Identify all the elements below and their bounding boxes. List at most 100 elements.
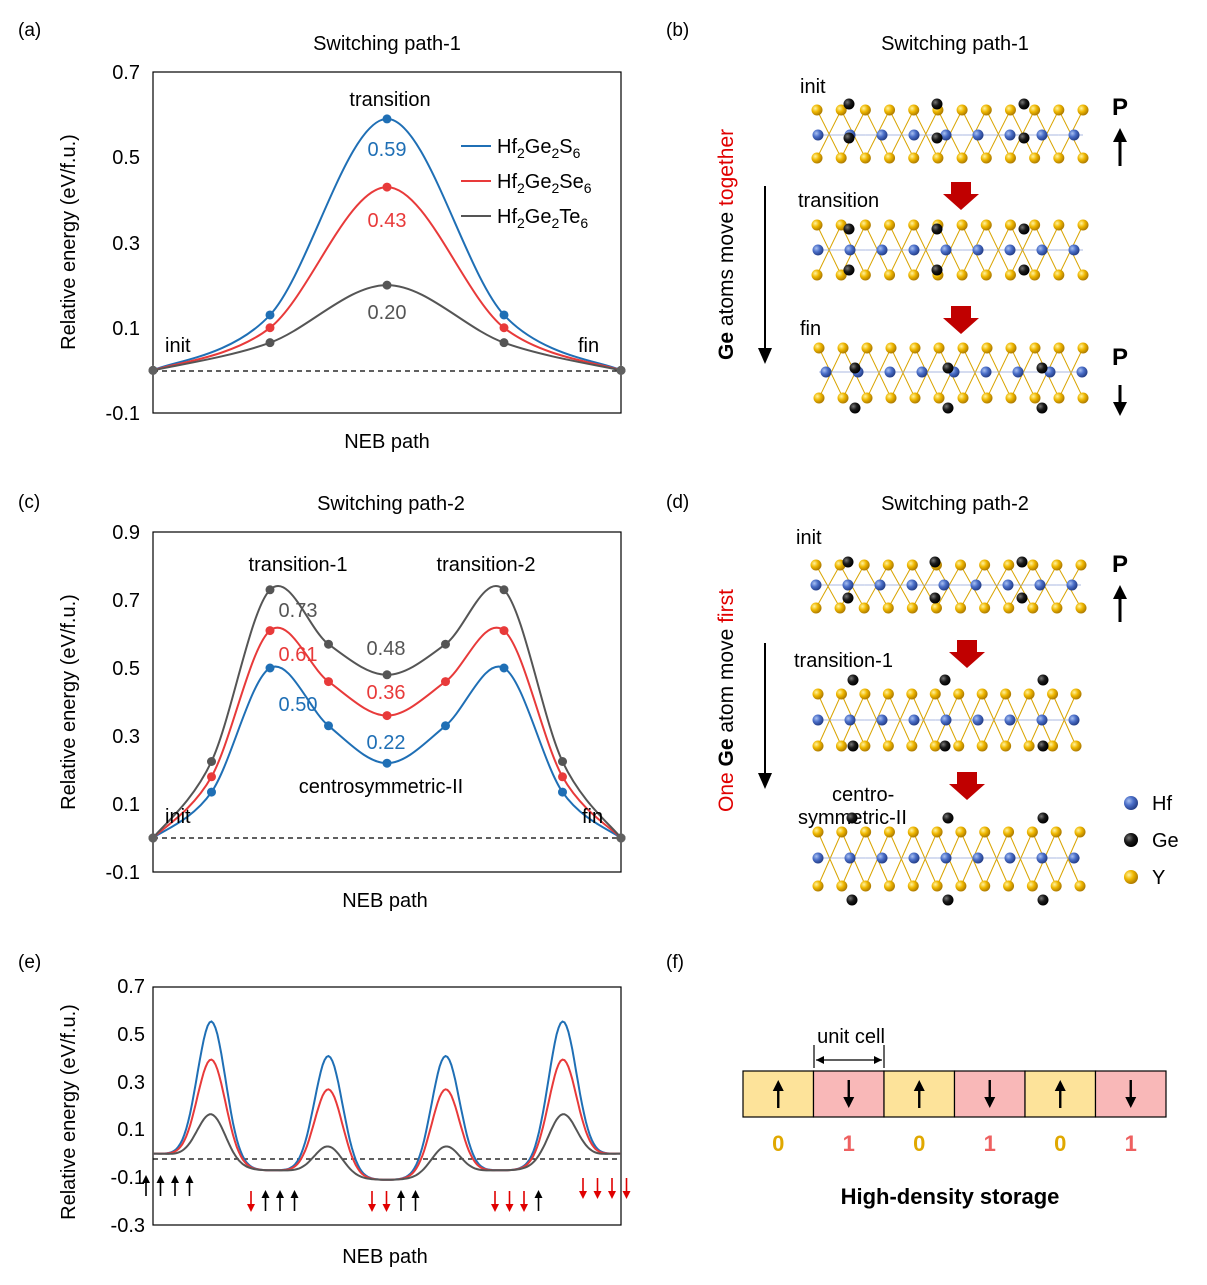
state-up-arrowhead-icon [534, 1190, 543, 1198]
y-atom-icon [1003, 826, 1015, 838]
y-atom-icon [1023, 688, 1035, 700]
chart-a-ytick: 0.3 [112, 233, 140, 255]
y-atom-icon [860, 880, 872, 892]
legend-item-se: Hf2Ge2Se6 [497, 171, 592, 196]
y-atom-icon [885, 342, 897, 354]
hf-atom-icon [908, 244, 920, 256]
y-atom-icon [1029, 392, 1041, 404]
stage-label-centro: centro- [832, 784, 894, 806]
bond [888, 831, 914, 887]
y-atom-icon [957, 392, 969, 404]
y-atom-icon [835, 104, 847, 116]
y-atom-icon [859, 688, 871, 700]
ge-atom-icon [931, 132, 943, 144]
hf-atom-icon [1036, 129, 1048, 141]
panel-c-title: Switching path-2 [317, 493, 465, 515]
chart-c-ylabel: Relative energy (eV/f.u.) [58, 594, 80, 810]
hf-atom-icon [1002, 579, 1014, 591]
y-atom-icon [956, 152, 968, 164]
legend-item-te: Hf2Ge2Te6 [497, 206, 588, 231]
chart-e-ytick: -0.1 [111, 1167, 145, 1189]
data-point-se [207, 772, 216, 782]
data-point-se [441, 677, 450, 687]
chart-a-annotation: init [165, 335, 191, 357]
ge-atom-icon [846, 812, 858, 824]
y-atom-icon [836, 880, 848, 892]
chart-c-ytick: 0.3 [112, 726, 140, 748]
sequence-arrowhead-icon [758, 773, 772, 789]
y-atom-icon [1047, 740, 1059, 752]
ge-atom-icon [939, 740, 951, 752]
polarization-up-arrowhead-icon [1113, 585, 1127, 599]
data-point-se [499, 626, 509, 636]
y-atom-icon [859, 104, 871, 116]
panel-label-e: (e) [18, 952, 41, 973]
hf-atom-icon [844, 852, 856, 864]
bond [962, 347, 988, 399]
y-atom-icon [1003, 880, 1015, 892]
data-point-s [382, 758, 392, 768]
y-atom-icon [906, 688, 918, 700]
crystal-structure-centrosymmetric [812, 812, 1086, 906]
hf-atom-icon [810, 579, 822, 591]
chart-c-ytick: 0.1 [112, 794, 140, 816]
hf-atom-icon [1036, 852, 1048, 864]
state-up-arrowhead-icon [185, 1175, 194, 1183]
y-atom-icon [932, 152, 944, 164]
data-point-s [558, 787, 567, 797]
y-atom-icon [859, 740, 871, 752]
chart-e-ytick: 0.1 [117, 1119, 145, 1141]
bond [984, 831, 1010, 887]
y-atom-icon [810, 559, 822, 571]
y-atom-icon [1050, 826, 1062, 838]
chart-c-xlabel: NEB path [342, 890, 428, 912]
data-point-s [499, 310, 509, 320]
y-atom-icon [1070, 740, 1082, 752]
chart-c-value-label: 0.36 [367, 682, 406, 704]
ge-atom-icon [846, 894, 858, 906]
y-atom-icon [979, 880, 991, 892]
y-atom-icon [835, 688, 847, 700]
hf-atom-icon [1068, 714, 1080, 726]
hf-atom-icon [970, 579, 982, 591]
ge-atom-icon [1037, 740, 1049, 752]
y-atom-icon [882, 688, 894, 700]
panel-d-title: Switching path-2 [881, 493, 1029, 515]
hf-atom-icon [1068, 244, 1080, 256]
y-atom-icon [1029, 269, 1041, 281]
y-atom-icon [908, 219, 920, 231]
data-point-s [324, 721, 333, 731]
y-atom-icon [859, 269, 871, 281]
side-text-d-middle: atom move [715, 623, 738, 739]
side-text-d-one: One [715, 766, 738, 812]
y-atom-icon [909, 342, 921, 354]
data-point-se [324, 677, 333, 687]
state-down-arrowhead-icon [622, 1191, 631, 1199]
data-point-se [265, 323, 275, 333]
chart-c-frame [152, 531, 622, 873]
y-atom-icon [813, 342, 825, 354]
data-point-se [265, 626, 275, 636]
chart-e-ytick: -0.3 [111, 1215, 145, 1237]
y-atom-icon [955, 559, 967, 571]
hf-atom-icon [1066, 579, 1078, 591]
y-atom-icon [1074, 880, 1086, 892]
y-atom-icon [1004, 219, 1016, 231]
y-atom-icon [908, 104, 920, 116]
cell-down-arrowhead-icon [1125, 1097, 1137, 1108]
y-atom-icon [1077, 152, 1089, 164]
crystal-structure-fin [813, 342, 1089, 414]
crystal-structure-transition-1 [812, 674, 1082, 752]
y-atom-icon [1005, 392, 1017, 404]
hf-atom-icon [940, 852, 952, 864]
hf-atom-icon [940, 244, 952, 256]
y-atom-icon [858, 559, 870, 571]
hf-atom-icon [1004, 129, 1016, 141]
y-atom-icon [980, 152, 992, 164]
cell-down-arrowhead-icon [984, 1097, 996, 1108]
y-atom-icon [1000, 688, 1012, 700]
y-atom-icon [884, 152, 896, 164]
hf-atom-icon [908, 129, 920, 141]
ge-atom-icon [847, 740, 859, 752]
